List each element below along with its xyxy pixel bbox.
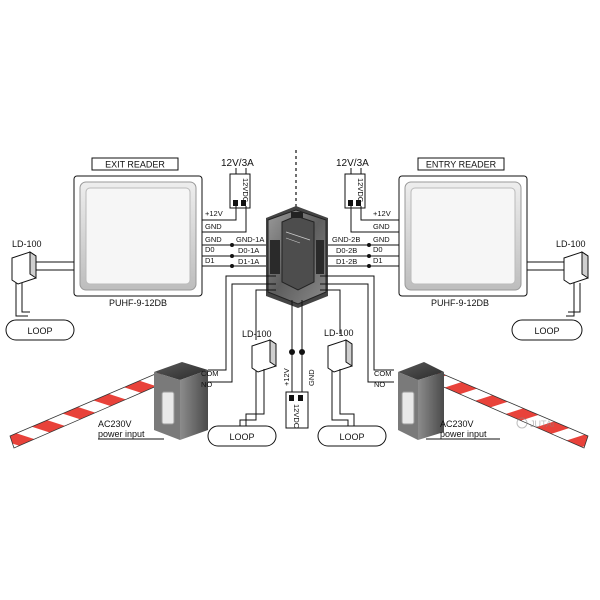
psu-right-rating: 12V/3A	[336, 158, 369, 169]
reader-wires	[202, 206, 399, 268]
entry-term-gnd1: GND	[373, 222, 390, 231]
barrier-right-power-1: AC230V	[440, 419, 474, 429]
exit-term-d1: D1	[205, 256, 215, 265]
loop-right-outer-box	[511, 319, 583, 341]
psu-right-label: 12VDC	[356, 178, 365, 203]
detector-left-outer-label: LD-100	[12, 239, 42, 249]
loop-left-inner-box	[207, 425, 277, 447]
exit-term-gnd2: GND	[205, 235, 222, 244]
psu-bottom-label: 12VDC	[292, 404, 301, 429]
barrier-left-no: NO	[201, 380, 212, 389]
psu-left-box	[229, 173, 251, 209]
barrier-left: COM NO AC230V power input	[9, 362, 219, 449]
ctrl-term-gnd1a: GND-1A	[236, 235, 264, 244]
exit-term-12v: +12V	[205, 209, 223, 218]
loop-right-outer-label: LOOP	[534, 326, 559, 336]
detector-right-outer: LD-100	[526, 239, 589, 317]
detector-right-inner: LD-100	[324, 328, 355, 428]
barrier-right: COM NO AC230V power input	[374, 362, 589, 449]
psu-left-rating: 12V/3A	[221, 158, 254, 169]
exit-term-d0: D0	[205, 245, 215, 254]
exit-reader: EXIT READER PUHF-9-12DB +12V GND GND D0 …	[73, 157, 223, 308]
entry-term-d0: D0	[373, 245, 383, 254]
psu-right-box	[344, 173, 366, 209]
pole-right	[526, 261, 565, 271]
ctrl-term-d11a: D1-1A	[238, 257, 259, 266]
loop-left-outer-box	[5, 319, 75, 341]
exit-reader-model: PUHF-9-12DB	[109, 298, 167, 308]
barrier-left-com: COM	[201, 369, 219, 378]
detector-right-inner-label: LD-100	[324, 328, 354, 338]
entry-term-d1: D1	[373, 256, 383, 265]
watermark: JUTAI	[516, 417, 554, 429]
psu-bottom: +12V GND 12VDC	[282, 368, 316, 428]
ctrl-term-d01a: D0-1A	[238, 246, 259, 255]
detector-left-inner-label: LD-100	[242, 329, 272, 339]
psu-left: 12V/3A 12VDC	[221, 158, 254, 209]
loop-left-outer: LOOP	[5, 319, 75, 341]
controller-board	[281, 215, 315, 291]
loop-right-inner-box	[317, 425, 387, 447]
exit-reader-title-box	[91, 157, 179, 171]
loop-left-outer-label: LOOP	[27, 326, 52, 336]
barrier-right-com: COM	[374, 369, 392, 378]
barrier-right-no: NO	[374, 380, 385, 389]
ctrl-term-d12b: D1-2B	[336, 257, 357, 266]
psu-left-label: 12VDC	[241, 178, 250, 203]
loop-right-inner: LOOP	[317, 425, 387, 447]
entry-reader-model: PUHF-9-12DB	[431, 298, 489, 308]
entry-term-gnd2: GND	[373, 235, 390, 244]
loop-left-inner-label: LOOP	[229, 432, 254, 442]
watermark-text: JUTAI	[530, 419, 554, 429]
watermark-logo-icon	[516, 417, 528, 429]
exit-reader-title: EXIT READER	[105, 160, 165, 170]
ctrl-term-12v: +12V	[282, 368, 291, 386]
loop-right-outer: LOOP	[511, 319, 583, 341]
barrier-left-power-1: AC230V	[98, 419, 132, 429]
ctrl-term-gnd2b: GND-2B	[332, 235, 360, 244]
entry-term-12v: +12V	[373, 209, 391, 218]
entry-reader-title: ENTRY READER	[426, 160, 497, 170]
ctrl-term-d02b: D0-2B	[336, 246, 357, 255]
lower-wires	[208, 275, 394, 392]
barrier-right-power-2: power input	[440, 429, 487, 439]
access-controller	[266, 206, 328, 308]
detector-left-outer: LD-100	[11, 239, 75, 317]
loop-right-inner-label: LOOP	[339, 432, 364, 442]
exit-term-gnd1: GND	[205, 222, 222, 231]
loop-left-inner: LOOP	[207, 425, 277, 447]
pole-left	[35, 261, 75, 271]
detector-right-outer-label: LD-100	[556, 239, 586, 249]
ctrl-term-gnd: GND	[307, 369, 316, 386]
detector-left-inner: LD-100	[239, 329, 277, 428]
entry-reader: ENTRY READER PUHF-9-12DB +12V GND GND D0…	[373, 157, 528, 308]
entry-reader-title-box	[417, 157, 505, 171]
psu-right: 12V/3A 12VDC	[336, 158, 369, 209]
barrier-left-power-2: power input	[98, 429, 145, 439]
